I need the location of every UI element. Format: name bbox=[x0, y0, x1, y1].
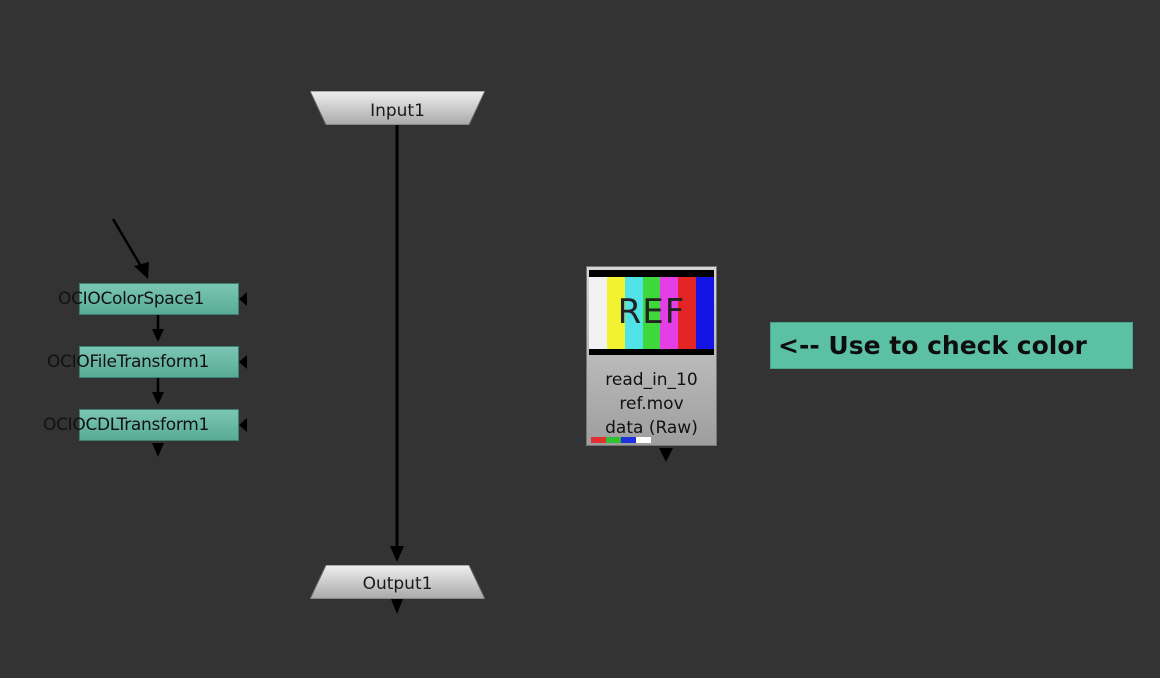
ocio-colorspace-label: OCIOColorSpace1 bbox=[58, 289, 205, 309]
sticky-note-text: <-- Use to check color bbox=[778, 331, 1087, 360]
read-colorspace: data (Raw) bbox=[605, 418, 698, 438]
output-out-arrow bbox=[391, 599, 403, 614]
ocio-colorspace-node[interactable]: OCIOColorSpace1 bbox=[58, 283, 239, 315]
ocio-filetransform-label: OCIOFileTransform1 bbox=[47, 352, 210, 372]
read-thumbnail: REF bbox=[589, 270, 715, 355]
ocio-cdltransform-label: OCIOCDLTransform1 bbox=[43, 415, 210, 435]
read-node[interactable]: REF read_in_10 ref.mov data (Raw) bbox=[586, 266, 717, 446]
color-bar-1 bbox=[606, 277, 625, 349]
input1-label: Input1 bbox=[370, 101, 425, 121]
color-bars bbox=[589, 277, 715, 349]
color-bar-6 bbox=[696, 277, 715, 349]
output1-label: Output1 bbox=[362, 574, 433, 594]
sticky-note[interactable]: <-- Use to check color bbox=[770, 322, 1133, 369]
channel-swatch-3 bbox=[636, 437, 651, 443]
read-name: read_in_10 bbox=[605, 370, 698, 390]
ocio-input-pipe bbox=[111, 218, 144, 269]
thumbnail-ref-text: REF bbox=[617, 292, 686, 332]
ocio-filetransform-node[interactable]: OCIOFileTransform1 bbox=[47, 346, 239, 378]
channel-swatch-1 bbox=[606, 437, 621, 443]
read-output-arrow bbox=[659, 448, 673, 462]
input1-node[interactable]: Input1 bbox=[310, 91, 485, 125]
filetransform-to-cdl-arrow bbox=[152, 392, 164, 405]
output-node-shape bbox=[310, 565, 485, 599]
output1-node[interactable]: Output1 bbox=[310, 565, 485, 599]
channel-indicator bbox=[591, 437, 651, 443]
color-bar-3 bbox=[642, 277, 661, 349]
color-bar-0 bbox=[589, 277, 607, 349]
input-node-shape bbox=[310, 91, 485, 125]
cdl-output-arrow bbox=[152, 443, 164, 457]
color-bar-2 bbox=[624, 277, 643, 349]
color-bar-5 bbox=[678, 277, 697, 349]
colorspace-to-filetransform-arrow bbox=[152, 329, 164, 342]
channel-swatch-0 bbox=[591, 437, 606, 443]
ocio-cdltransform-node[interactable]: OCIOCDLTransform1 bbox=[43, 409, 239, 441]
read-file: ref.mov bbox=[619, 394, 684, 414]
channel-swatch-2 bbox=[621, 437, 636, 443]
ocio-input-arrow bbox=[134, 262, 149, 279]
output-input-arrow bbox=[390, 546, 404, 562]
color-bar-4 bbox=[660, 277, 679, 349]
